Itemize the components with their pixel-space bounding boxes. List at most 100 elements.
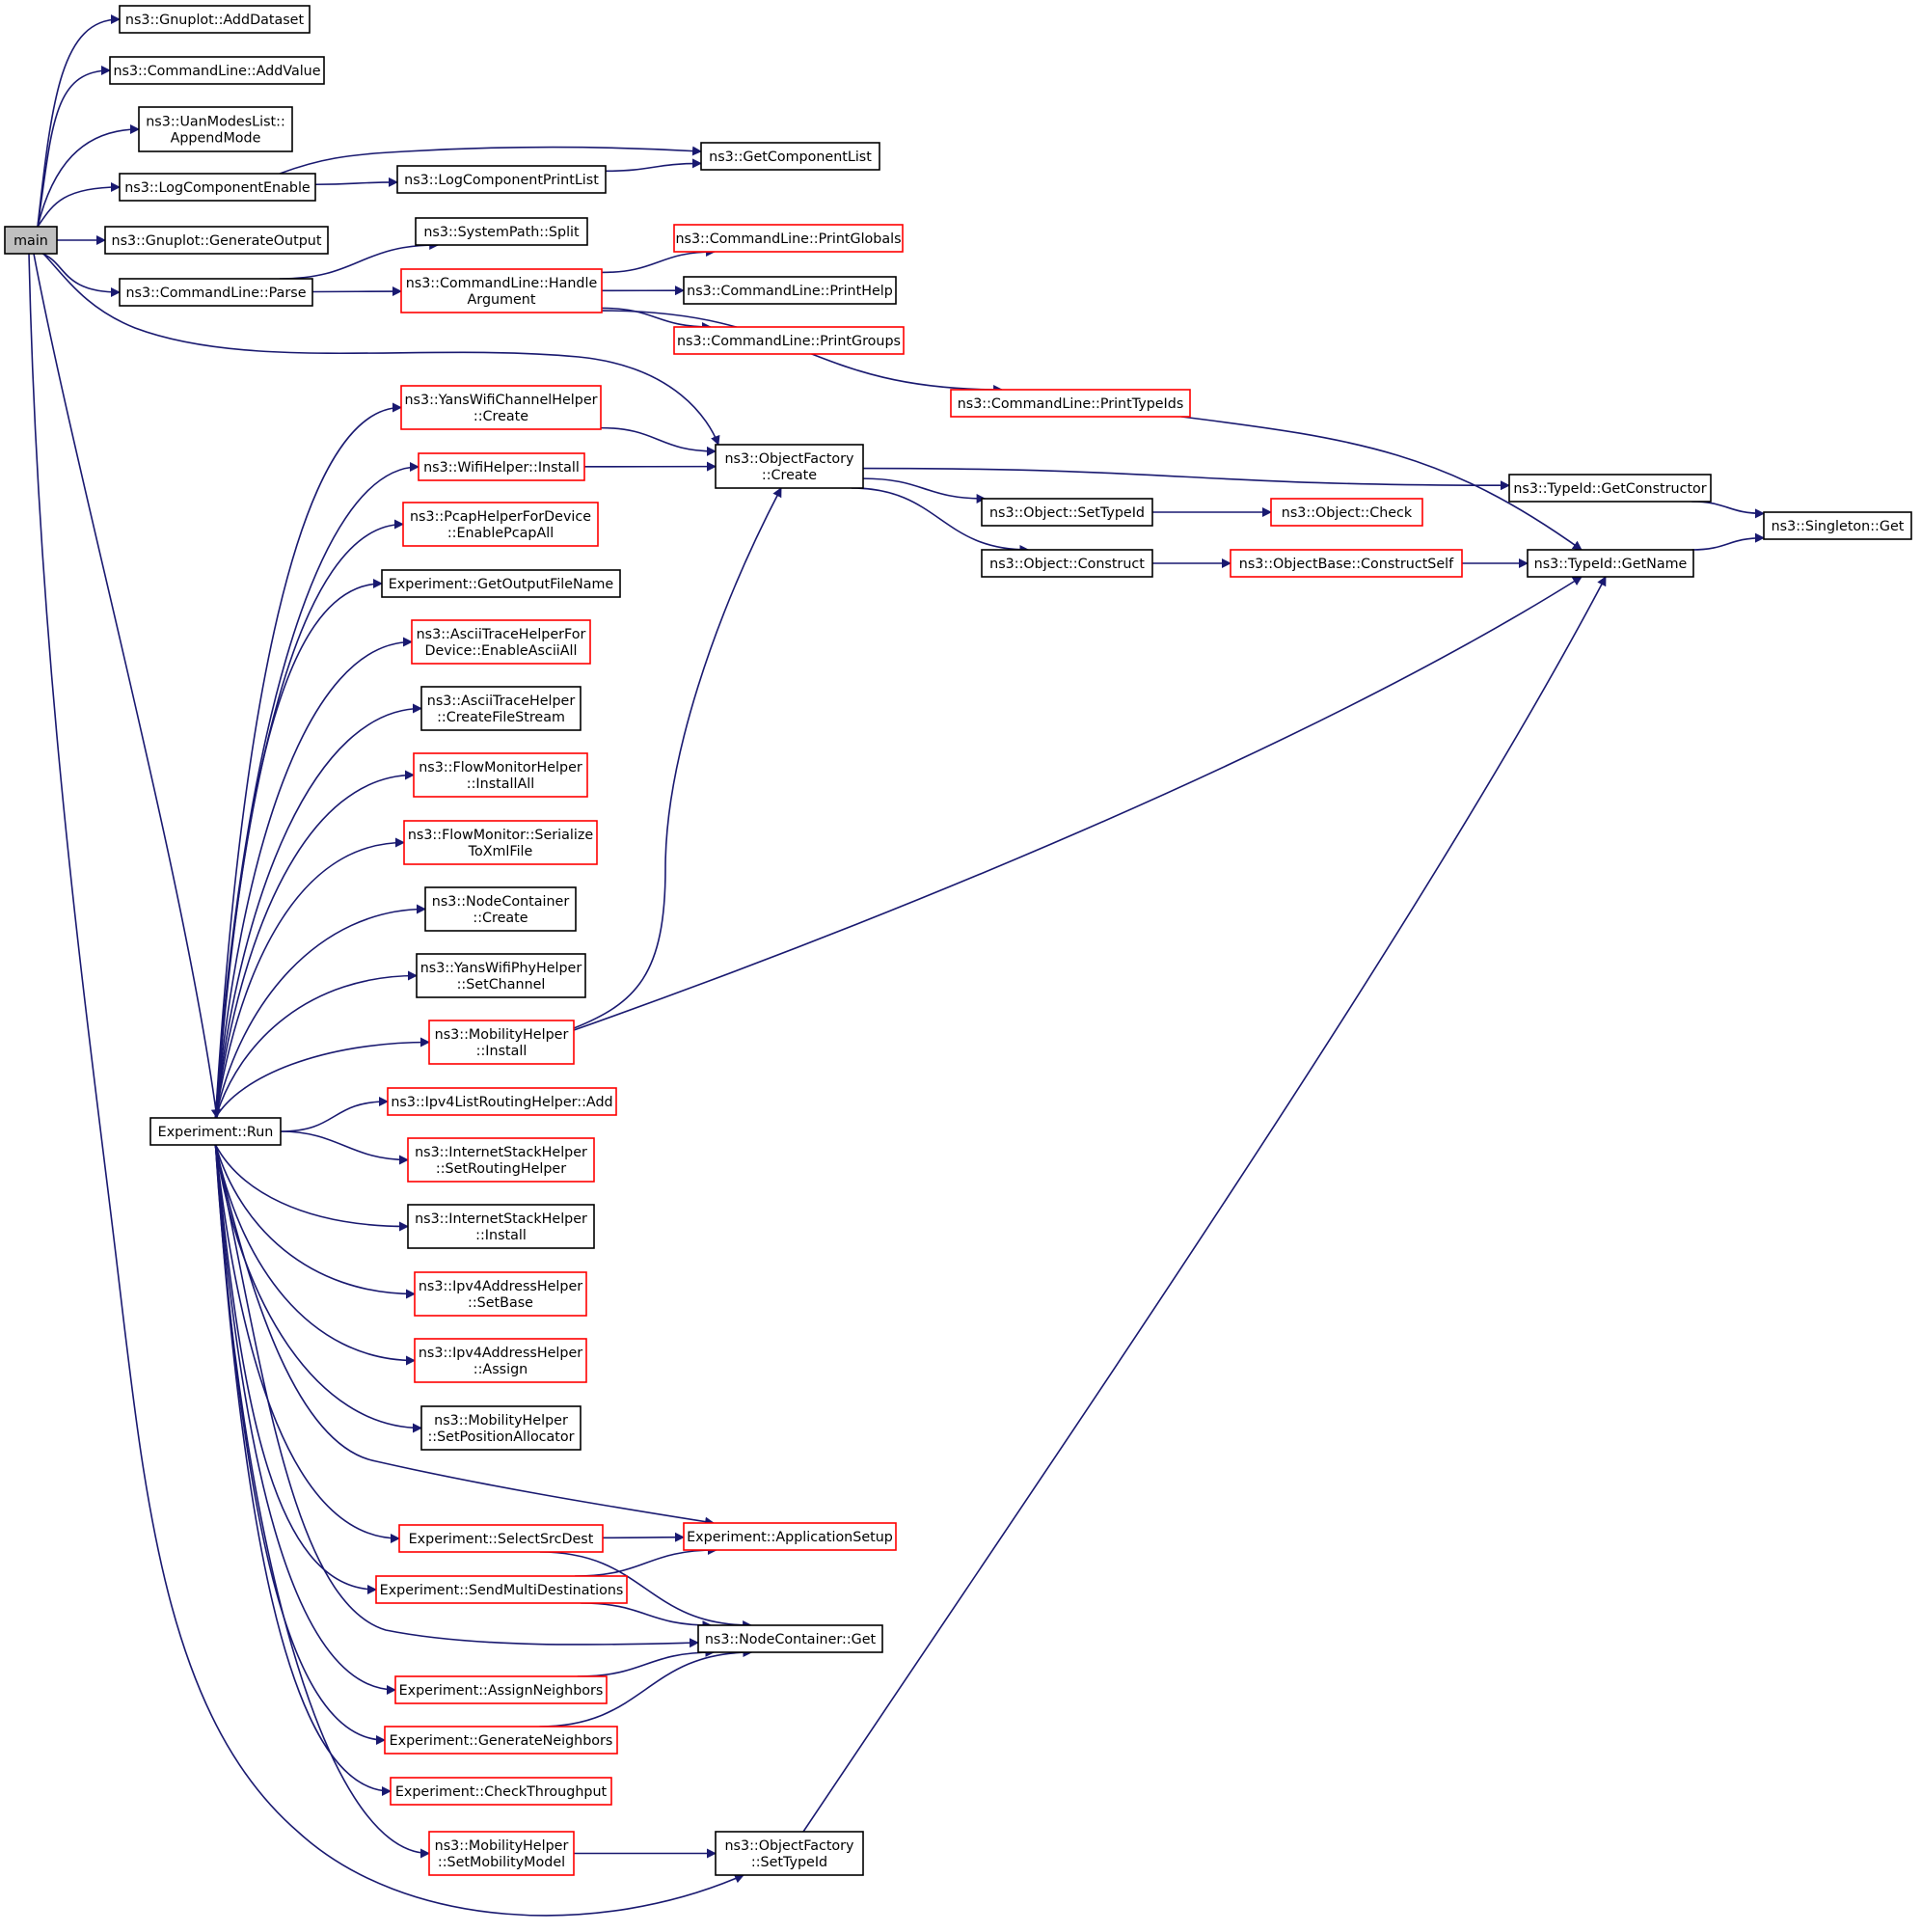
node-label-line: ns3::Singleton::Get bbox=[1772, 519, 1905, 534]
function-node-obj-settypeid[interactable]: ns3::Object::SetTypeId bbox=[981, 498, 1153, 527]
function-node-ob-constructself[interactable]: ns3::ObjectBase::ConstructSelf bbox=[1230, 549, 1463, 578]
function-node-sp-split[interactable]: ns3::SystemPath::Split bbox=[415, 217, 588, 246]
function-node-exp-gennb[interactable]: Experiment::GenerateNeighbors bbox=[384, 1726, 618, 1755]
function-node-mob-setpos[interactable]: ns3::MobilityHelper::SetPositionAllocato… bbox=[420, 1405, 582, 1451]
function-node-cl-phelp[interactable]: ns3::CommandLine::PrintHelp bbox=[683, 276, 897, 305]
function-node-ipv4a-setbase[interactable]: ns3::Ipv4AddressHelper::SetBase bbox=[414, 1271, 587, 1317]
function-node-mob-install[interactable]: ns3::MobilityHelper::Install bbox=[428, 1020, 575, 1065]
function-node-cl-pglobals[interactable]: ns3::CommandLine::PrintGlobals bbox=[673, 224, 904, 253]
node-label-line: ::EnablePcapAll bbox=[447, 526, 554, 541]
function-node-cl-ptypeids[interactable]: ns3::CommandLine::PrintTypeIds bbox=[950, 389, 1191, 418]
call-edge-exp_run-to-ish_setrouting bbox=[280, 1130, 409, 1165]
function-node-tid-getname[interactable]: ns3::TypeId::GetName bbox=[1527, 549, 1694, 578]
node-label-line: ns3::CommandLine::AddValue bbox=[113, 64, 320, 79]
call-arrow bbox=[862, 467, 1510, 491]
call-arrow bbox=[802, 576, 1607, 1833]
function-node-yans-phy[interactable]: ns3::YansWifiPhyHelper::SetChannel bbox=[416, 953, 586, 998]
function-node-get-complist[interactable]: ns3::GetComponentList bbox=[700, 142, 880, 171]
function-node-exp-selsrc[interactable]: Experiment::SelectSrcDest bbox=[398, 1524, 604, 1553]
function-node-mob-setmodel[interactable]: ns3::MobilityHelper::SetMobilityModel bbox=[428, 1831, 575, 1876]
function-node-exp-run[interactable]: Experiment::Run bbox=[149, 1117, 282, 1146]
function-node-gp-add[interactable]: ns3::Gnuplot::AddDataset bbox=[119, 5, 311, 34]
node-box bbox=[950, 389, 1191, 418]
function-node-ascii-stream[interactable]: ns3::AsciiTraceHelper::CreateFileStream bbox=[420, 686, 582, 731]
function-node-exp-sendmulti[interactable]: Experiment::SendMultiDestinations bbox=[375, 1575, 628, 1604]
function-node-exp-checktp[interactable]: Experiment::CheckThroughput bbox=[390, 1777, 612, 1806]
function-node-ish-setrouting[interactable]: ns3::InternetStackHelper::SetRoutingHelp… bbox=[407, 1137, 595, 1183]
call-edge-main-to-uan_append bbox=[37, 124, 140, 228]
function-node-of-create[interactable]: ns3::ObjectFactory::Create bbox=[715, 444, 864, 489]
function-node-yans-chan[interactable]: ns3::YansWifiChannelHelper::Create bbox=[400, 385, 602, 430]
call-arrow bbox=[577, 1647, 716, 1677]
node-box bbox=[700, 142, 880, 171]
function-node-main: main bbox=[4, 226, 58, 255]
node-box bbox=[424, 886, 577, 932]
node-label-line: ns3::NodeContainer::Get bbox=[705, 1632, 877, 1647]
call-edge-of_create-to-obj_construct bbox=[851, 487, 1030, 555]
call-arrow bbox=[41, 253, 121, 297]
node-label-line: ns3::InternetStackHelper bbox=[415, 1211, 587, 1227]
function-node-exp-outname[interactable]: Experiment::GetOutputFileName bbox=[381, 569, 621, 598]
node-label-line: ns3::Gnuplot::GenerateOutput bbox=[112, 233, 322, 249]
function-node-uan-append[interactable]: ns3::UanModesList::AppendMode bbox=[138, 106, 293, 152]
call-edge-exp_gennb-to-nc_get bbox=[539, 1647, 753, 1728]
call-edge-log_printlist-to-get_complist bbox=[605, 158, 702, 173]
function-node-exp-assignnb[interactable]: Experiment::AssignNeighbors bbox=[394, 1675, 608, 1704]
function-node-obj-construct[interactable]: ns3::Object::Construct bbox=[981, 549, 1153, 578]
function-node-ipv4-list-add[interactable]: ns3::Ipv4ListRoutingHelper::Add bbox=[387, 1087, 617, 1116]
call-edge-main-to-of_create bbox=[42, 253, 720, 446]
call-arrow bbox=[214, 770, 415, 1119]
node-label-line: ns3::ObjectFactory bbox=[724, 451, 854, 467]
call-arrow bbox=[214, 1144, 422, 1433]
call-edge-exp_run-to-ipv4_list_add bbox=[280, 1097, 389, 1132]
node-box bbox=[109, 56, 325, 85]
node-box bbox=[415, 217, 588, 246]
function-node-nc-create[interactable]: ns3::NodeContainer::Create bbox=[424, 886, 577, 932]
node-label-line: ns3::CommandLine::PrintTypeIds bbox=[958, 396, 1184, 412]
function-node-fm-installall[interactable]: ns3::FlowMonitorHelper::InstallAll bbox=[413, 752, 588, 798]
function-node-log-printlist[interactable]: ns3::LogComponentPrintList bbox=[396, 165, 607, 194]
function-node-cl-addvalue[interactable]: ns3::CommandLine::AddValue bbox=[109, 56, 325, 85]
function-node-cl-pgroups[interactable]: ns3::CommandLine::PrintGroups bbox=[673, 326, 905, 355]
node-label-line: ns3::Ipv4AddressHelper bbox=[419, 1346, 582, 1361]
node-box bbox=[1763, 511, 1912, 540]
function-node-log-enable[interactable]: ns3::LogComponentEnable bbox=[119, 173, 316, 202]
function-node-exp-appsetup[interactable]: Experiment::ApplicationSetup bbox=[683, 1522, 897, 1551]
function-node-ish-install[interactable]: ns3::InternetStackHelper::Install bbox=[407, 1204, 595, 1249]
call-edge-exp_run-to-exp_assignnb bbox=[214, 1144, 396, 1695]
function-node-gp-genout[interactable]: ns3::Gnuplot::GenerateOutput bbox=[104, 226, 329, 255]
node-label-line: ns3::WifiHelper::Install bbox=[423, 460, 580, 476]
function-node-ascii-all[interactable]: ns3::AsciiTraceHelperForDevice::EnableAs… bbox=[411, 619, 591, 665]
call-edge-tid_getctor-to-singleton_get bbox=[1691, 501, 1765, 519]
node-label-line: ns3::YansWifiPhyHelper bbox=[420, 961, 582, 976]
function-node-pcap-all[interactable]: ns3::PcapHelperForDevice::EnablePcapAll bbox=[402, 502, 599, 547]
function-node-tid-getctor[interactable]: ns3::TypeId::GetConstructor bbox=[1508, 474, 1712, 503]
node-box bbox=[411, 619, 591, 665]
call-edge-exp_run-to-exp_appsetup bbox=[214, 1144, 715, 1527]
function-node-nc-get[interactable]: ns3::NodeContainer::Get bbox=[697, 1624, 883, 1653]
function-nodes: main ns3::Gnuplot::AddDatasetns3::Command… bbox=[4, 5, 1912, 1876]
call-arrow bbox=[214, 970, 418, 1119]
node-box bbox=[418, 452, 585, 481]
node-label-line: ns3::Object::SetTypeId bbox=[989, 505, 1145, 521]
call-edge-exp_run-to-ascii_stream bbox=[214, 703, 422, 1119]
function-node-ipv4a-assign[interactable]: ns3::Ipv4AddressHelper::Assign bbox=[414, 1338, 587, 1383]
function-node-singleton-get[interactable]: ns3::Singleton::Get bbox=[1763, 511, 1912, 540]
call-arrow bbox=[605, 158, 702, 173]
call-edge-exp_run-to-exp_gennb bbox=[214, 1144, 386, 1745]
function-node-of-settypeid[interactable]: ns3::ObjectFactory::SetTypeId bbox=[715, 1831, 864, 1876]
call-arrow bbox=[280, 1130, 409, 1165]
node-label-line: ::SetBase bbox=[468, 1295, 533, 1311]
call-edge-exp_selsrc-to-exp_appsetup bbox=[602, 1532, 685, 1542]
node-box bbox=[104, 226, 329, 255]
node-box bbox=[149, 1117, 282, 1146]
function-node-obj-check[interactable]: ns3::Object::Check bbox=[1270, 498, 1423, 527]
node-label-line: ns3::AsciiTraceHelperFor bbox=[417, 627, 586, 642]
node-label-line: ::Install bbox=[475, 1228, 527, 1243]
call-arrow bbox=[862, 477, 987, 503]
call-edge-exp_sendmulti-to-nc_get bbox=[581, 1602, 713, 1630]
function-node-cl-parse[interactable]: ns3::CommandLine::Parse bbox=[119, 278, 313, 307]
function-node-wifi-install[interactable]: ns3::WifiHelper::Install bbox=[418, 452, 585, 481]
